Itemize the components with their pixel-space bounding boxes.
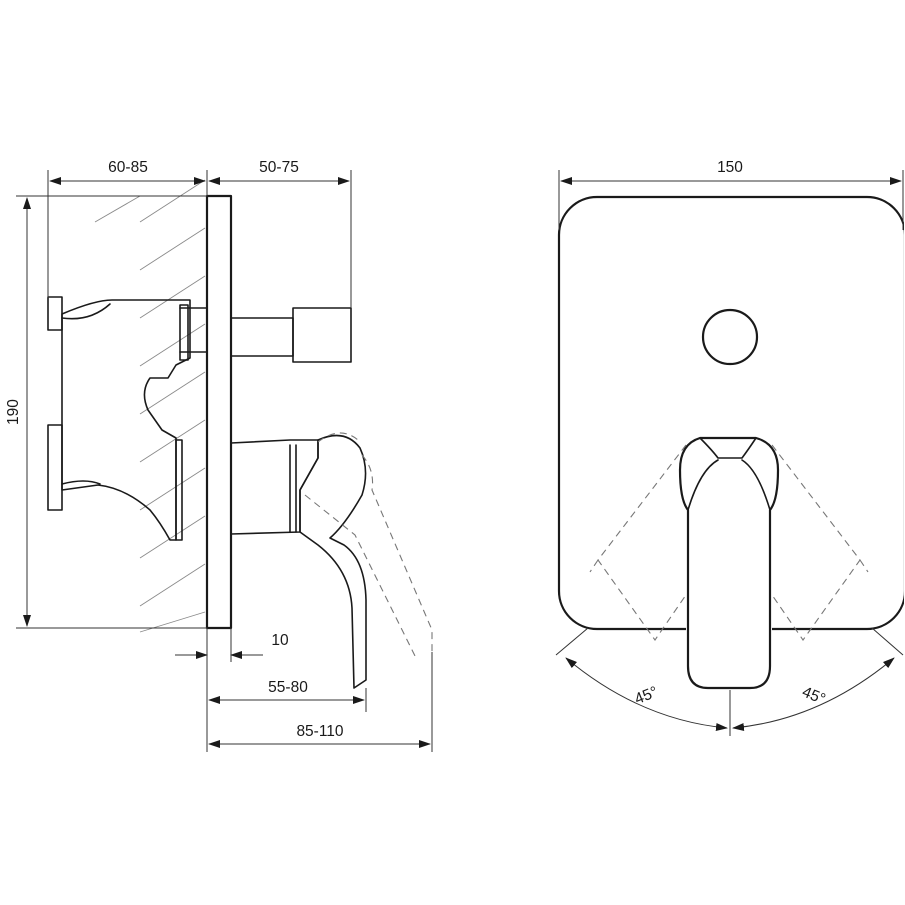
dim-projection: 50-75 [259,159,299,176]
dim-height: 190 [5,399,22,425]
dim-angle-left: 45° [632,684,660,709]
diverter-knob [701,308,759,366]
lever-front [678,436,780,690]
dim-width: 150 [717,159,743,176]
dim-angle-right: 45° [800,684,828,709]
side-dimensions: 60-85 50-75 190 10 55-80 85-110 [5,159,433,752]
side-view [47,179,433,689]
wall-hatching [94,179,206,633]
dim-lever-reach: 55-80 [268,679,308,696]
dim-total-depth: 85-110 [296,723,343,740]
dim-wall-depth: 60-85 [108,159,148,176]
dim-plate-thickness: 10 [271,632,289,649]
front-view [557,195,905,690]
